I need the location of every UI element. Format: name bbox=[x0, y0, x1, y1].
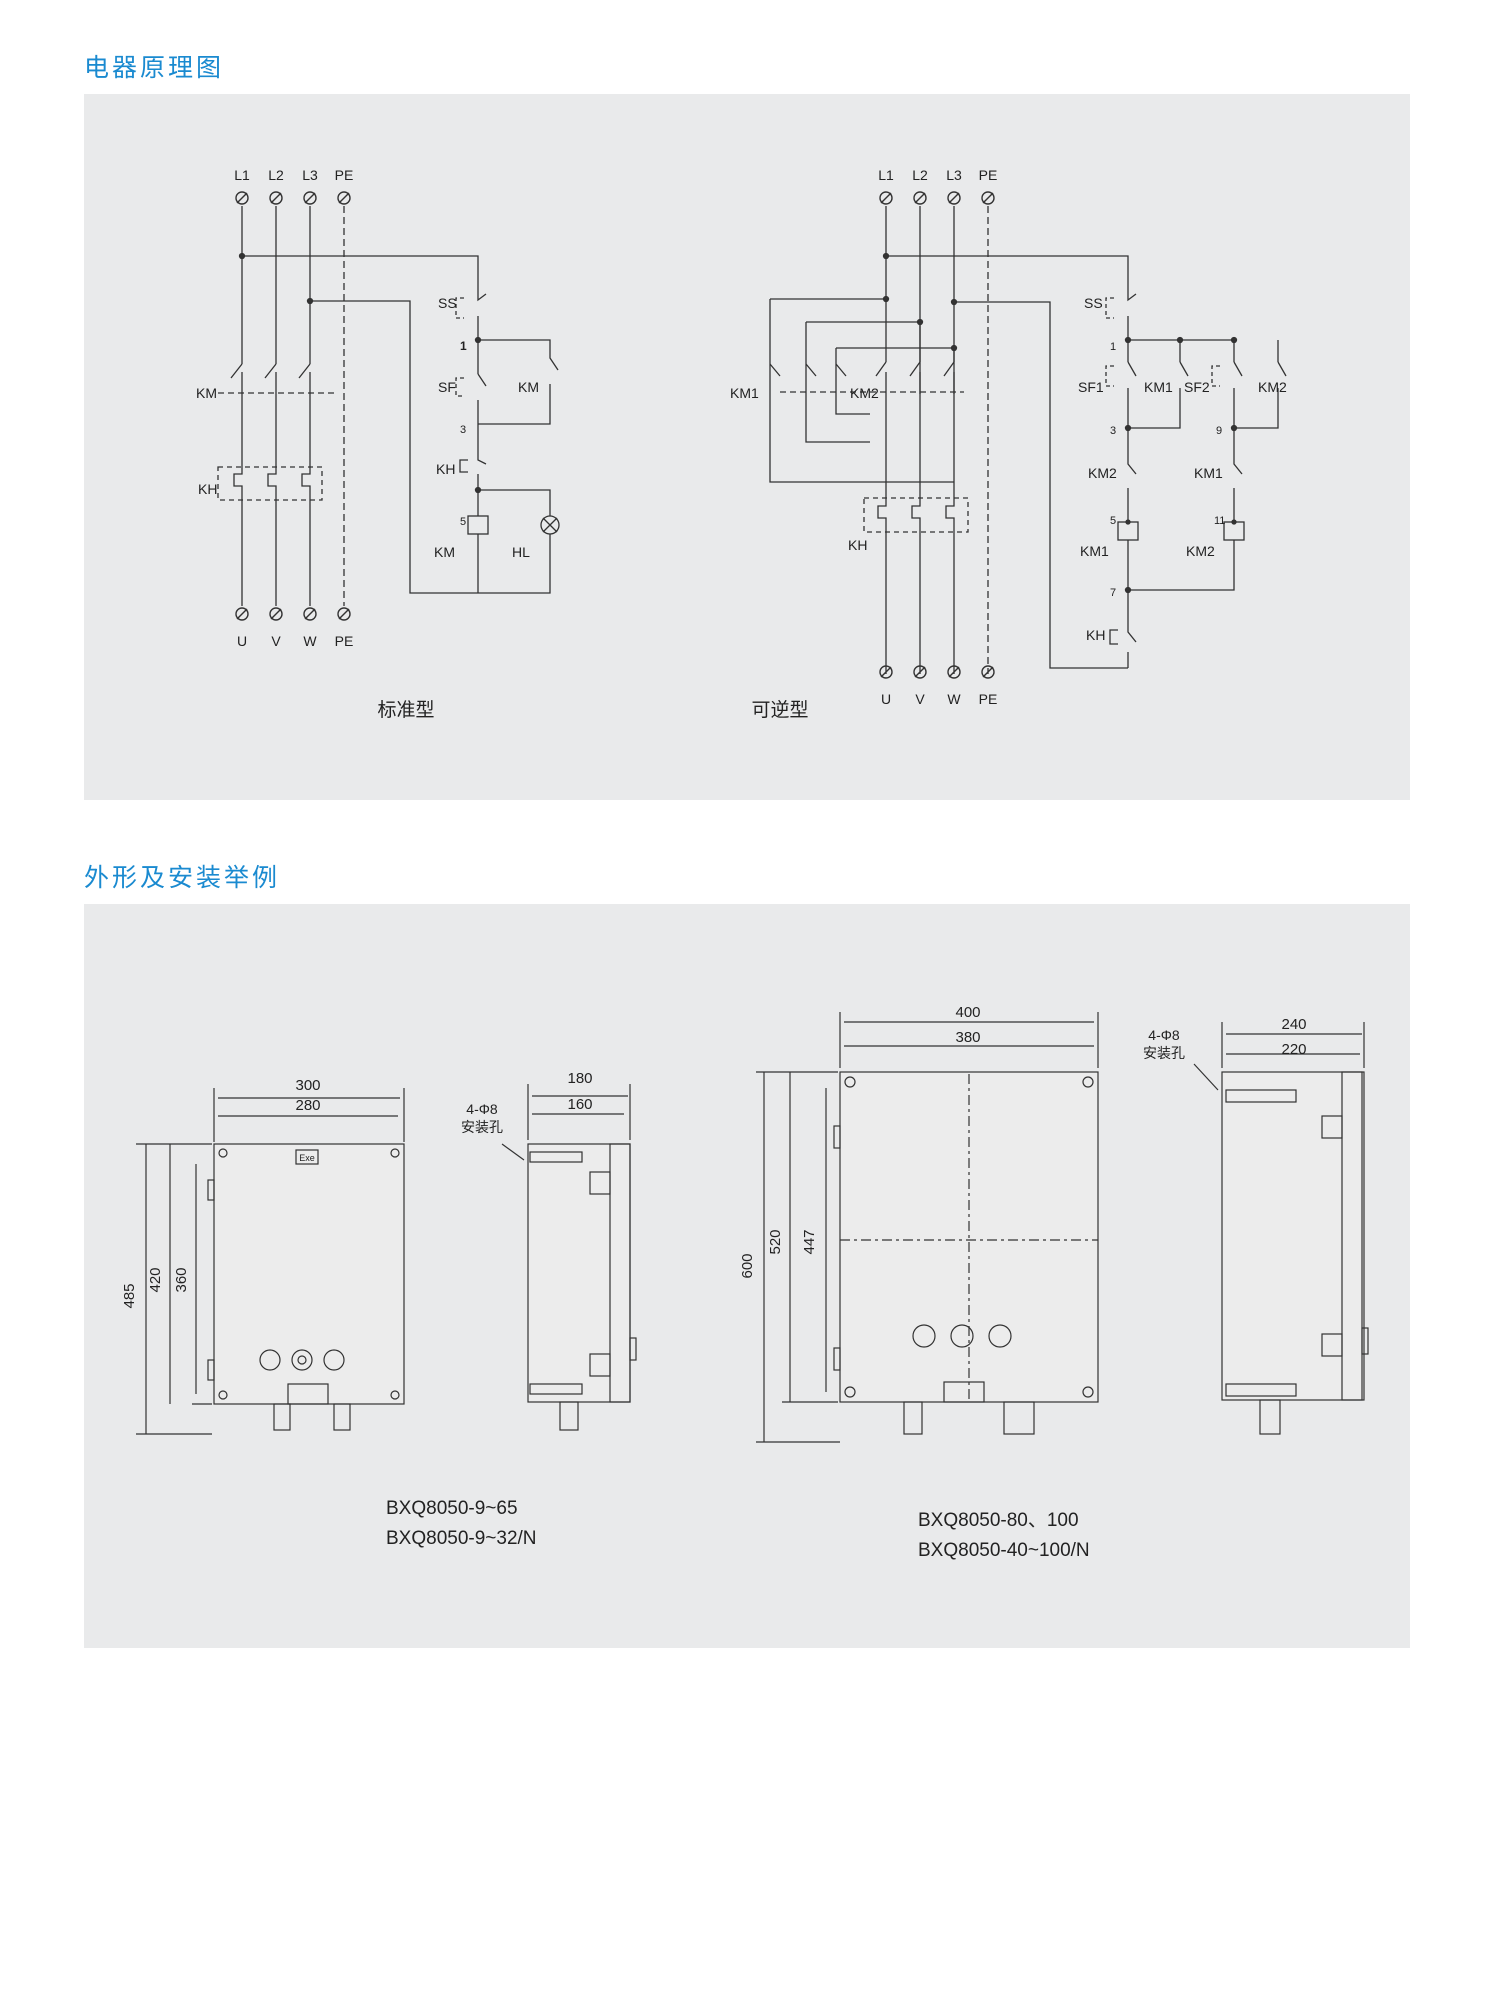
std-km-coil-label: KM bbox=[434, 544, 455, 560]
rev-bottom-label-u: U bbox=[881, 691, 891, 707]
std-node5-label: 5 bbox=[460, 516, 466, 528]
std-top-label-l2: L2 bbox=[268, 167, 284, 183]
exe-label: Exe bbox=[299, 1153, 315, 1163]
rev-km1-coil-label: KM1 bbox=[1080, 543, 1109, 559]
enclosure-drawings: Exe 300 280 485 420 360 180 160 4-Φ8 安装孔… bbox=[121, 1004, 1369, 1561]
rev-top-label-l3: L3 bbox=[946, 167, 962, 183]
rev-km2-interlock-label: KM2 bbox=[1088, 465, 1117, 481]
box1-height-total: 485 bbox=[121, 1283, 138, 1308]
rev-sf2-label: SF2 bbox=[1184, 379, 1210, 395]
rev-top-label-l1: L1 bbox=[878, 167, 894, 183]
rev-top-label-l2: L2 bbox=[912, 167, 928, 183]
rev-ss-label: SS bbox=[1084, 295, 1103, 311]
box2-side-width-inner: 220 bbox=[1281, 1041, 1306, 1058]
box1-width-outer: 300 bbox=[295, 1077, 320, 1094]
rev-km1-interlock-label: KM1 bbox=[1194, 465, 1223, 481]
rev-node11-label: 11 bbox=[1214, 515, 1225, 527]
std-ss-label: SS bbox=[438, 295, 457, 311]
box1-hole-label: 安装孔 bbox=[461, 1119, 503, 1135]
box2-side-width-outer: 240 bbox=[1281, 1016, 1306, 1033]
rev-sf1-label: SF1 bbox=[1078, 379, 1104, 395]
rev-bottom-label-v: V bbox=[915, 691, 925, 707]
schematic-diagrams: L1 L2 L3 PE U V W PE KM KH SS 1 SF KM 3 … bbox=[196, 167, 1287, 721]
box2-model-2: BXQ8050-40~100/N bbox=[918, 1540, 1090, 1561]
box2-height-total: 600 bbox=[739, 1253, 756, 1278]
rev-km1-label: KM1 bbox=[730, 385, 759, 401]
rev-bottom-label-pe: PE bbox=[979, 691, 998, 707]
box2-height-mid: 520 bbox=[767, 1229, 784, 1254]
rev-bottom-label-w: W bbox=[947, 691, 961, 707]
box1-height-mid: 420 bbox=[147, 1267, 164, 1292]
box1-model-2: BXQ8050-9~32/N bbox=[386, 1528, 537, 1549]
rev-km2-coil-label: KM2 bbox=[1186, 543, 1215, 559]
std-top-label-pe: PE bbox=[335, 167, 354, 183]
std-km-aux-label: KM bbox=[518, 379, 539, 395]
std-node1-label: 1 bbox=[460, 339, 467, 353]
rev-node1-label: 1 bbox=[1110, 341, 1116, 353]
std-bottom-label-w: W bbox=[303, 633, 317, 649]
rev-kh-label: KH bbox=[848, 537, 867, 553]
rev-caption: 可逆型 bbox=[751, 699, 808, 721]
box2-model-1: BXQ8050-80、100 bbox=[918, 1510, 1079, 1531]
rev-node7-label: 7 bbox=[1110, 587, 1116, 599]
box1-side-width-outer: 180 bbox=[567, 1070, 592, 1087]
std-top-label-l3: L3 bbox=[302, 167, 318, 183]
std-node3-label: 3 bbox=[460, 424, 466, 436]
rev-kh-contact-label: KH bbox=[1086, 627, 1105, 643]
rev-node9-label: 9 bbox=[1216, 425, 1222, 437]
rev-node5-label: 5 bbox=[1110, 515, 1116, 527]
box2-hole-label: 安装孔 bbox=[1143, 1045, 1185, 1061]
rev-node3-label: 3 bbox=[1110, 425, 1116, 437]
std-kh-label: KH bbox=[198, 481, 217, 497]
std-hl-label: HL bbox=[512, 544, 530, 560]
box1-side-width-inner: 160 bbox=[567, 1096, 592, 1113]
schematic-panel: L1 L2 L3 PE U V W PE KM KH SS 1 SF KM 3 … bbox=[84, 94, 1410, 800]
box1-hole-spec: 4-Φ8 bbox=[466, 1101, 498, 1117]
std-caption: 标准型 bbox=[377, 699, 434, 721]
rev-km1-aux-label: KM1 bbox=[1144, 379, 1173, 395]
box2-hole-spec: 4-Φ8 bbox=[1148, 1027, 1180, 1043]
outline-panel: Exe 300 280 485 420 360 180 160 4-Φ8 安装孔… bbox=[84, 904, 1410, 1648]
std-bottom-label-v: V bbox=[271, 633, 281, 649]
std-kh-coil-label: KH bbox=[436, 461, 455, 477]
box2-width-outer: 400 bbox=[955, 1004, 980, 1021]
box2-height-inner: 447 bbox=[801, 1229, 818, 1254]
exe-badge bbox=[295, 1149, 319, 1165]
box1-width-inner: 280 bbox=[295, 1097, 320, 1114]
std-top-label-l1: L1 bbox=[234, 167, 250, 183]
rev-km2-aux-label: KM2 bbox=[1258, 379, 1287, 395]
std-bottom-label-pe: PE bbox=[335, 633, 354, 649]
std-km-label: KM bbox=[196, 385, 217, 401]
box2-width-inner: 380 bbox=[955, 1029, 980, 1046]
rev-top-label-pe: PE bbox=[979, 167, 998, 183]
rev-km2-label: KM2 bbox=[850, 385, 879, 401]
box1-height-inner: 360 bbox=[173, 1267, 190, 1292]
std-sf-label: SF bbox=[438, 379, 456, 395]
schematic-section-title: 电器原理图 bbox=[84, 54, 225, 82]
std-bottom-label-u: U bbox=[237, 633, 247, 649]
outline-section-title: 外形及安装举例 bbox=[84, 864, 281, 892]
box1-model-1: BXQ8050-9~65 bbox=[386, 1498, 518, 1519]
